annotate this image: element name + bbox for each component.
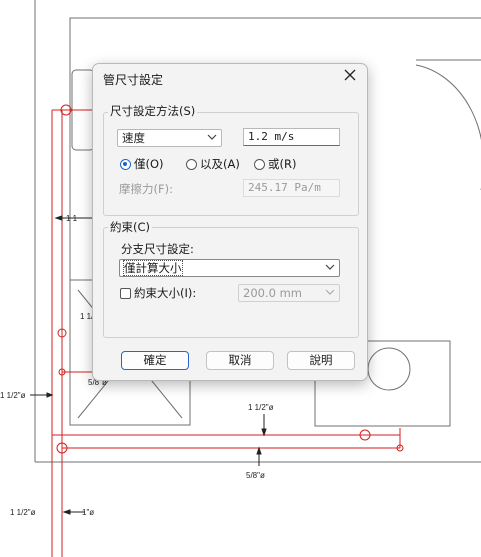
branch-sizing-dropdown[interactable]: 僅計算大小 [119,259,340,277]
dialog-title: 管尺寸設定 [103,73,164,87]
radio-or-label: 或(R) [268,157,297,171]
dim-label: 5/8"ø [88,378,107,387]
dim-label: 1"ø [82,508,94,517]
friction-input[interactable]: 245.17 Pa/m [243,179,340,197]
ok-button[interactable]: 確定 [121,351,189,370]
radio-and-label: 以及(A) [200,157,240,171]
dim-label: 1 1/2"ø [248,403,274,412]
max-size-label: 約束大小(I): [134,286,197,300]
max-size-value: 200.0 mm [243,286,302,300]
dim-label: 5/8"ø [246,471,265,480]
max-size-dropdown[interactable]: 200.0 mm [238,284,340,302]
chevron-down-icon [325,264,335,270]
sizing-method-label: 尺寸設定方法(S) [108,103,198,119]
radio-and[interactable]: 以及(A) [186,156,240,172]
dim-label: 1 1/2"ø [0,391,26,400]
radio-only-label: 僅(O) [134,157,164,171]
close-icon[interactable] [339,66,361,88]
dim-label: 1 1/2"ø [10,508,36,517]
dim-label: 1 1/2 [80,312,98,321]
constraints-group [103,227,359,338]
sizing-method-group [103,112,359,216]
chevron-down-icon [325,289,335,295]
chevron-down-icon [207,134,217,140]
radio-icon [186,158,197,170]
velocity-input[interactable]: 1.2 m/s [243,128,340,146]
pipe-sizing-dialog: 管尺寸設定 尺寸設定方法(S) 速度 1.2 m/s 僅(O) 以及(A) 或(… [92,63,368,381]
checkbox-icon [120,287,131,299]
constraints-label: 約束(C) [108,219,153,235]
radio-selected-icon [120,158,131,170]
radio-or[interactable]: 或(R) [254,156,296,172]
help-button[interactable]: 說明 [287,351,355,370]
method-dropdown[interactable]: 速度 [117,129,222,147]
radio-icon [254,158,265,170]
radio-only[interactable]: 僅(O) [120,156,164,172]
friction-label: 摩擦力(F): [119,182,173,196]
max-size-checkbox[interactable]: 約束大小(I): [120,285,196,301]
method-dropdown-value: 速度 [122,131,145,145]
branch-sizing-label: 分支尺寸設定: [121,242,194,256]
cancel-button[interactable]: 取消 [206,351,274,370]
dim-label: 1 1 [66,214,78,223]
branch-sizing-value: 僅計算大小 [123,260,183,276]
